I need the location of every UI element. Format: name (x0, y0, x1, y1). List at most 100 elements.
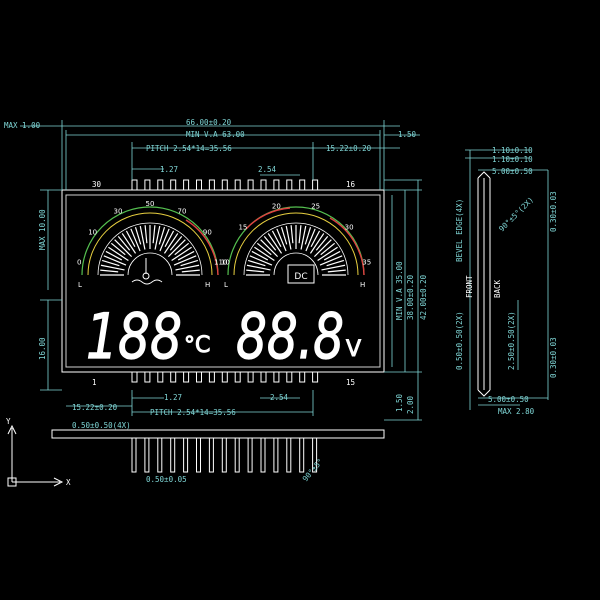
gauge-tick (181, 269, 200, 273)
gauge-tick (290, 225, 294, 244)
pin-bottom (273, 371, 280, 383)
gauge-tick (169, 235, 183, 251)
pin-leg (144, 437, 150, 473)
pin-bottom (234, 371, 241, 383)
pin-thickness-dim: 0.50±0.50(4X) (72, 421, 131, 430)
side-t2-dim: 1.10±0.10 (492, 155, 533, 164)
gauge-tick (267, 233, 283, 254)
volt-scale-label: 35 (362, 259, 371, 267)
gauge-tick (280, 226, 288, 245)
volt-scale-label: 15 (238, 223, 247, 231)
height-2-dim: 42.00±0.20 (419, 274, 428, 320)
pin-top (286, 179, 293, 191)
right-margin-dim: 1.50 (398, 130, 417, 139)
pin-leg (196, 437, 201, 473)
pin-top (157, 179, 164, 191)
pin-detail-view (51, 429, 385, 439)
temp-high-label: H (205, 281, 210, 289)
min-va-width-dim: MIN V.A 63.00 (186, 130, 245, 139)
pin-bottom (183, 371, 190, 383)
max-top-offset-dim: MAX 10.00 (38, 209, 47, 250)
gauge-tick (177, 250, 195, 261)
pin-bottom (299, 371, 306, 383)
va-height-dim: MIN V.A 35.00 (395, 261, 404, 320)
pin-top (170, 179, 177, 191)
gauge-tick (256, 242, 272, 256)
temp-scale-label: 30 (114, 208, 123, 216)
volt-scale-label: 30 (345, 223, 354, 231)
pin-top (247, 179, 254, 191)
pin-offset-dim-top: 15.22±0.20 (326, 144, 372, 153)
gauge-tick (298, 225, 302, 244)
gauge-tick (246, 269, 265, 273)
pin-top (208, 179, 215, 191)
volt-scale-label: 25 (311, 203, 320, 211)
pin-top (273, 179, 280, 191)
volt-scale-label: 10 (221, 259, 230, 267)
pin-leg (234, 437, 240, 473)
back-label: BACK (493, 279, 502, 298)
gauge-tick (323, 250, 341, 261)
side-view-dims (465, 149, 549, 410)
voltage-gauge (227, 206, 365, 284)
gauge-tick (110, 242, 126, 256)
gauge-tick (103, 255, 127, 266)
pin-leg (157, 437, 163, 473)
gauge-tick (263, 235, 277, 251)
pin-pitch-dim-top: 2.54 (258, 165, 277, 174)
dc-badge: DC (294, 272, 307, 282)
pins-top (131, 179, 319, 191)
gauge-tick (105, 250, 123, 261)
pin-leg (183, 437, 189, 473)
gauge-tick (319, 255, 343, 266)
gauge-tick (154, 225, 161, 250)
volt-high-label: H (360, 281, 365, 289)
gauge-tick (167, 239, 186, 258)
temp-low-label: L (78, 281, 82, 289)
pin-leg (286, 437, 292, 473)
pin-label-15: 15 (346, 378, 355, 387)
gauge-tick (305, 228, 316, 252)
axis-y-label: Y (6, 417, 11, 426)
gauge-tick (249, 255, 273, 266)
gauge-tick (276, 228, 287, 252)
gauge-tick (121, 233, 137, 254)
pin-bottom (157, 371, 164, 383)
voltage-scale: 10 15 20 25 30 35 (221, 203, 371, 267)
gauge-tick (327, 269, 346, 273)
gauge-tick (320, 242, 336, 256)
gauge-tick (117, 235, 131, 251)
side-angle-dim: 90°±5°(2X) (497, 195, 535, 233)
gauge-tick (101, 259, 120, 267)
bevel-edge-label: BEVEL EDGE(4X) (455, 199, 464, 262)
gauge-tick (285, 225, 292, 250)
pin-bottom (208, 371, 215, 383)
pitch-dim-bottom: PITCH 2.54*14=35.56 (150, 408, 236, 417)
gauge-tick (326, 259, 345, 267)
b2-dim: 2.00 (406, 395, 415, 414)
pin-bottom (312, 371, 319, 383)
pin-leg (208, 437, 214, 473)
gauge-tick (100, 264, 125, 271)
side-view (477, 171, 491, 397)
pin-bottom (260, 371, 267, 383)
pin-label-1: 1 (92, 378, 97, 387)
gauge-tick (144, 225, 148, 244)
gauge-tick (180, 259, 199, 267)
gauge-tick (163, 233, 179, 254)
axis-indicator (7, 424, 64, 487)
temp-scale-label: 10 (88, 228, 97, 236)
pin-bottom (144, 371, 151, 383)
side-bottom-width-dim: 5.00±0.50 (488, 395, 529, 404)
bottom-dimension-lines (66, 390, 314, 416)
right-dimension-lines (384, 179, 422, 421)
side-max-thickness-dim: MAX 2.80 (498, 407, 535, 416)
voltage-digits: 88.8 (236, 300, 344, 373)
pin-leg (247, 437, 253, 473)
gauge-tick (317, 246, 338, 262)
volt-scale-label: 20 (272, 203, 281, 211)
pin-top (131, 179, 138, 191)
